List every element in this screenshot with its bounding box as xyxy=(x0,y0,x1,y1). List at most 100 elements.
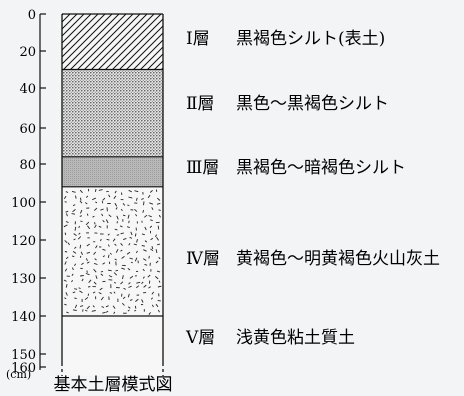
ash-dash-mark xyxy=(116,215,119,220)
ash-dash-mark xyxy=(100,273,104,276)
ash-dash-mark xyxy=(136,281,141,284)
ash-dash-mark xyxy=(143,249,147,252)
layer-description: 黒色～黒褐色シルト xyxy=(236,94,389,114)
ash-dash-mark xyxy=(98,292,102,295)
ash-dash-mark xyxy=(64,251,68,253)
ash-dash-mark xyxy=(141,281,144,285)
ash-dash-mark xyxy=(71,267,74,271)
ash-dash-mark xyxy=(65,292,68,296)
ash-dash-mark xyxy=(86,213,89,216)
ash-dash-mark xyxy=(79,189,83,194)
ash-dash-mark xyxy=(135,213,138,217)
ash-dash-mark xyxy=(155,303,159,308)
ash-dash-mark xyxy=(128,282,131,285)
ash-dash-mark xyxy=(92,305,95,308)
ash-dash-mark xyxy=(101,200,104,204)
ash-dash-mark xyxy=(113,291,116,294)
ash-dash-mark xyxy=(67,242,70,246)
soil-layer-2 xyxy=(62,69,163,157)
ash-dash-mark xyxy=(129,257,133,260)
ash-dash-mark xyxy=(155,234,157,238)
ash-dash-mark xyxy=(108,275,113,278)
ash-dash-mark xyxy=(91,310,96,312)
ash-dash-mark xyxy=(128,220,130,224)
ash-dash-mark xyxy=(93,251,97,255)
ash-dash-mark xyxy=(155,276,159,280)
ash-dash-mark xyxy=(102,262,106,265)
ash-dash-mark xyxy=(147,194,151,199)
ash-dash-mark xyxy=(129,236,133,239)
ash-dash-mark xyxy=(72,204,76,207)
ash-dash-mark xyxy=(120,232,124,235)
ash-dash-mark xyxy=(92,291,96,294)
ash-dash-mark xyxy=(134,190,139,193)
ash-dash-mark xyxy=(105,305,109,308)
ash-dash-mark xyxy=(122,214,126,217)
ash-dash-mark xyxy=(114,190,117,194)
ash-dash-mark xyxy=(85,273,90,276)
ash-dash-mark xyxy=(107,254,110,259)
depth-tick-label: 140 xyxy=(11,310,36,325)
ash-dash-mark xyxy=(155,260,159,264)
ash-dash-mark xyxy=(100,270,104,273)
ash-dash-mark xyxy=(149,189,153,193)
ash-dash-mark xyxy=(127,309,130,312)
ash-dash-mark xyxy=(71,213,76,215)
ash-dash-mark xyxy=(113,282,117,284)
layer-description: 黒褐色～暗褐色シルト xyxy=(236,158,406,178)
ash-dash-mark xyxy=(82,309,84,312)
ash-dash-mark xyxy=(86,251,91,254)
ash-dash-mark xyxy=(105,310,109,313)
ash-dash-mark xyxy=(93,268,97,273)
depth-tick-label: 120 xyxy=(11,234,36,249)
ash-dash-mark xyxy=(136,238,138,243)
ash-dash-mark xyxy=(92,215,95,218)
layer-labels: Ⅰ層黒褐色シルト(表土)Ⅱ層黒色～黒褐色シルトⅢ層黒褐色～暗褐色シルトⅣ層黄褐色… xyxy=(185,29,440,348)
soil-layer-1 xyxy=(62,14,163,70)
layer-roman-label: Ⅱ層 xyxy=(186,94,215,114)
ash-dash-mark xyxy=(107,269,112,272)
ash-dash-mark xyxy=(78,225,80,229)
ash-dash-mark xyxy=(63,279,67,282)
ash-dash-mark xyxy=(141,233,145,236)
ash-dash-mark xyxy=(127,306,131,309)
ash-dash-mark xyxy=(99,287,103,291)
ash-dash-mark xyxy=(79,215,83,217)
soil-layer-5 xyxy=(62,316,163,376)
ash-dash-mark xyxy=(78,232,81,235)
ash-dash-mark xyxy=(74,246,77,249)
ash-dash-mark xyxy=(108,214,112,218)
ash-dash-mark xyxy=(134,309,137,312)
ash-dash-mark xyxy=(120,249,123,252)
ash-dash-mark xyxy=(86,243,90,247)
ash-dash-mark xyxy=(151,291,155,295)
ash-dash-mark xyxy=(129,275,134,279)
ash-dash-mark xyxy=(85,309,88,312)
ash-dash-mark xyxy=(157,225,160,230)
layer-description: 黒褐色シルト(表土) xyxy=(236,29,385,49)
ash-dash-mark xyxy=(135,197,138,201)
ash-dash-mark xyxy=(102,197,106,201)
ash-dash-mark xyxy=(100,208,104,211)
ash-dash-mark xyxy=(102,248,106,251)
ash-dash-mark xyxy=(88,279,92,283)
ash-dash-mark xyxy=(74,304,78,309)
ash-dash-mark xyxy=(158,209,161,211)
ash-dash-mark xyxy=(63,195,67,200)
layer-roman-label: Ⅴ層 xyxy=(185,328,215,348)
ash-dash-mark xyxy=(73,238,76,241)
ash-dash-mark xyxy=(64,261,67,265)
ash-dash-mark xyxy=(72,309,77,311)
ash-dash-mark xyxy=(101,213,104,217)
ash-dash-mark xyxy=(150,297,153,300)
ash-dash-mark xyxy=(64,303,67,306)
ash-dash-mark xyxy=(79,244,82,249)
ash-dash-mark xyxy=(74,297,77,300)
ash-dash-mark xyxy=(122,275,124,280)
ash-dash-mark xyxy=(115,269,119,272)
ash-dash-mark xyxy=(135,250,138,254)
ash-dash-mark xyxy=(114,243,117,246)
ash-dash-mark xyxy=(121,256,125,259)
soil-column xyxy=(62,14,163,376)
ash-dash-mark xyxy=(149,225,153,228)
